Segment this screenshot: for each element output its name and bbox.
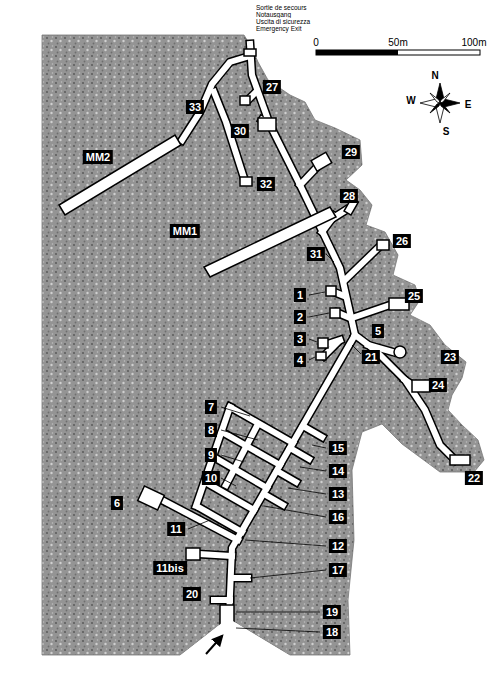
callout-number: 15 — [329, 441, 347, 455]
callout-number: 33 — [186, 100, 204, 114]
callout-number: 20 — [183, 587, 201, 601]
hill-ground — [42, 35, 484, 655]
callout-number: 27 — [263, 80, 281, 94]
chambers — [59, 49, 470, 633]
callout-number: 32 — [257, 177, 275, 191]
callout-number: 1 — [294, 288, 306, 302]
callout-number: 10 — [202, 471, 220, 485]
callout-number: 2 — [294, 310, 306, 324]
scale-label: 0 — [313, 37, 319, 48]
callout-number: 11 — [167, 522, 185, 536]
callout-number: 12 — [329, 539, 347, 553]
callout-number: 30 — [231, 124, 249, 138]
callout-number: 3 — [294, 332, 306, 346]
callout-number: 13 — [329, 487, 347, 501]
exit-sign-text: Uscita di sicurezza — [256, 18, 310, 25]
callout-number: 6 — [111, 496, 123, 510]
compass-letter: N — [431, 70, 438, 81]
callout-number: 14 — [329, 464, 347, 478]
callout-number: 23 — [441, 350, 459, 364]
callout-number: 16 — [329, 510, 347, 524]
scale-bar — [316, 50, 480, 55]
callout-number: 5 — [372, 324, 384, 338]
callout-number: 4 — [294, 353, 306, 367]
callout-number: 22 — [465, 471, 483, 485]
gallery-name: MM1 — [170, 224, 200, 238]
callout-number: 11bis — [153, 561, 187, 575]
callout-number: 7 — [205, 400, 217, 414]
callout-number: 24 — [429, 378, 447, 392]
callout-number: 29 — [342, 145, 360, 159]
gallery-name: MM2 — [83, 150, 113, 164]
compass-letter: E — [465, 99, 472, 110]
exit-sign-text: Sortie de secours — [256, 4, 307, 11]
callout-number: 26 — [393, 234, 411, 248]
callout-number: 21 — [362, 350, 380, 364]
compass-letter: W — [406, 95, 415, 106]
callout-number: 18 — [323, 625, 341, 639]
entrance-arrow — [206, 636, 222, 654]
callout-number: 28 — [340, 189, 358, 203]
compass-letter: S — [443, 126, 450, 137]
callout-number: 25 — [405, 289, 423, 303]
gallery-floor — [162, 44, 455, 640]
callout-number: 17 — [329, 563, 347, 577]
exit-sign-text: Notausgang — [256, 11, 291, 18]
callout-number: 31 — [307, 247, 325, 261]
leader-lines — [188, 254, 361, 632]
gallery-outline — [162, 44, 455, 640]
callout-number: 19 — [323, 605, 341, 619]
scale-label: 50m — [388, 37, 407, 48]
callout-number: 9 — [205, 448, 217, 462]
callout-number: 8 — [205, 423, 217, 437]
exit-sign-text: Emergency Exit — [256, 25, 302, 32]
scale-label: 100m — [461, 37, 486, 48]
compass-rose — [420, 83, 460, 123]
